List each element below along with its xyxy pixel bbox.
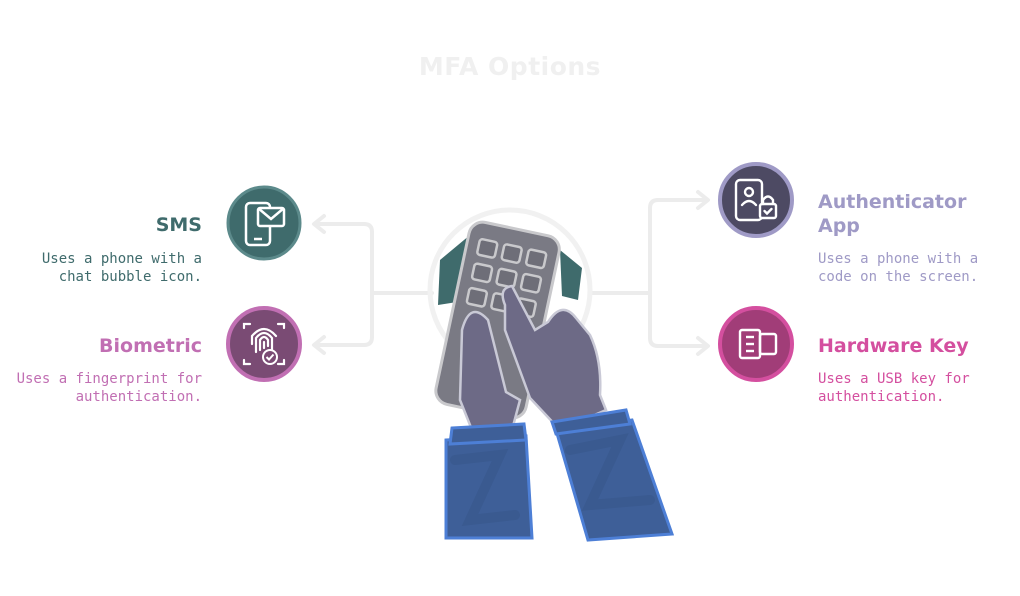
biometric-label: Biometric — [99, 334, 202, 358]
hardware-label: Hardware Key — [818, 334, 969, 358]
biometric-icon-circle — [228, 308, 300, 380]
sms-description: Uses a phone with a chat bubble icon. — [42, 250, 202, 286]
authenticator-description: Uses a phone with a code on the screen. — [818, 250, 978, 286]
sms-label: SMS — [156, 213, 202, 237]
authenticator-icon-circle — [720, 164, 792, 236]
authenticator-label: Authenticator App — [818, 190, 966, 238]
authenticator-desc-line-2: code on the screen. — [818, 268, 978, 286]
authenticator-desc-line-1: Uses a phone with a — [818, 250, 978, 268]
hardware-icon-circle — [720, 308, 792, 380]
authenticator-label-line-1: Authenticator — [818, 190, 966, 214]
sms-desc-line-1: Uses a phone with a — [42, 250, 202, 268]
sms-icon-circle — [228, 187, 300, 259]
hardware-desc-line-1: Uses a USB key for — [818, 370, 970, 388]
hardware-desc-line-2: authentication. — [818, 388, 970, 406]
biometric-desc-line-2: authentication. — [17, 388, 202, 406]
hand-keypad-icon — [430, 210, 672, 540]
biometric-description: Uses a fingerprint for authentication. — [17, 370, 202, 406]
hardware-description: Uses a USB key for authentication. — [818, 370, 970, 406]
authenticator-label-line-2: App — [818, 214, 966, 238]
connector-left — [316, 224, 432, 345]
connector-right — [590, 200, 706, 346]
biometric-desc-line-1: Uses a fingerprint for — [17, 370, 202, 388]
sms-desc-line-2: chat bubble icon. — [42, 268, 202, 286]
